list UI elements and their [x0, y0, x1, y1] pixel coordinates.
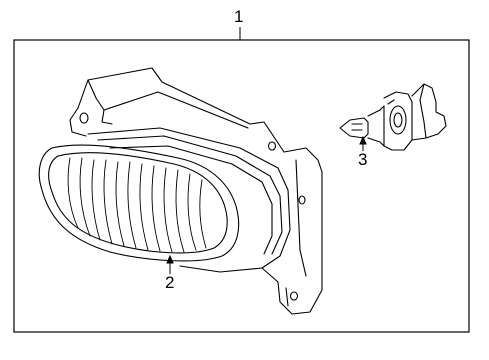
- fog-lamp-housing: [38, 67, 323, 315]
- fog-lamp-bulb: [339, 83, 447, 151]
- diagram-frame: [13, 39, 470, 333]
- leader-line-2: [166, 254, 174, 274]
- callout-label-2: 2: [165, 273, 175, 292]
- callout-label-3: 3: [358, 150, 368, 169]
- leader-line-3: [359, 135, 367, 151]
- lens-ribs: [67, 157, 207, 253]
- callout-label-1: 1: [234, 7, 244, 26]
